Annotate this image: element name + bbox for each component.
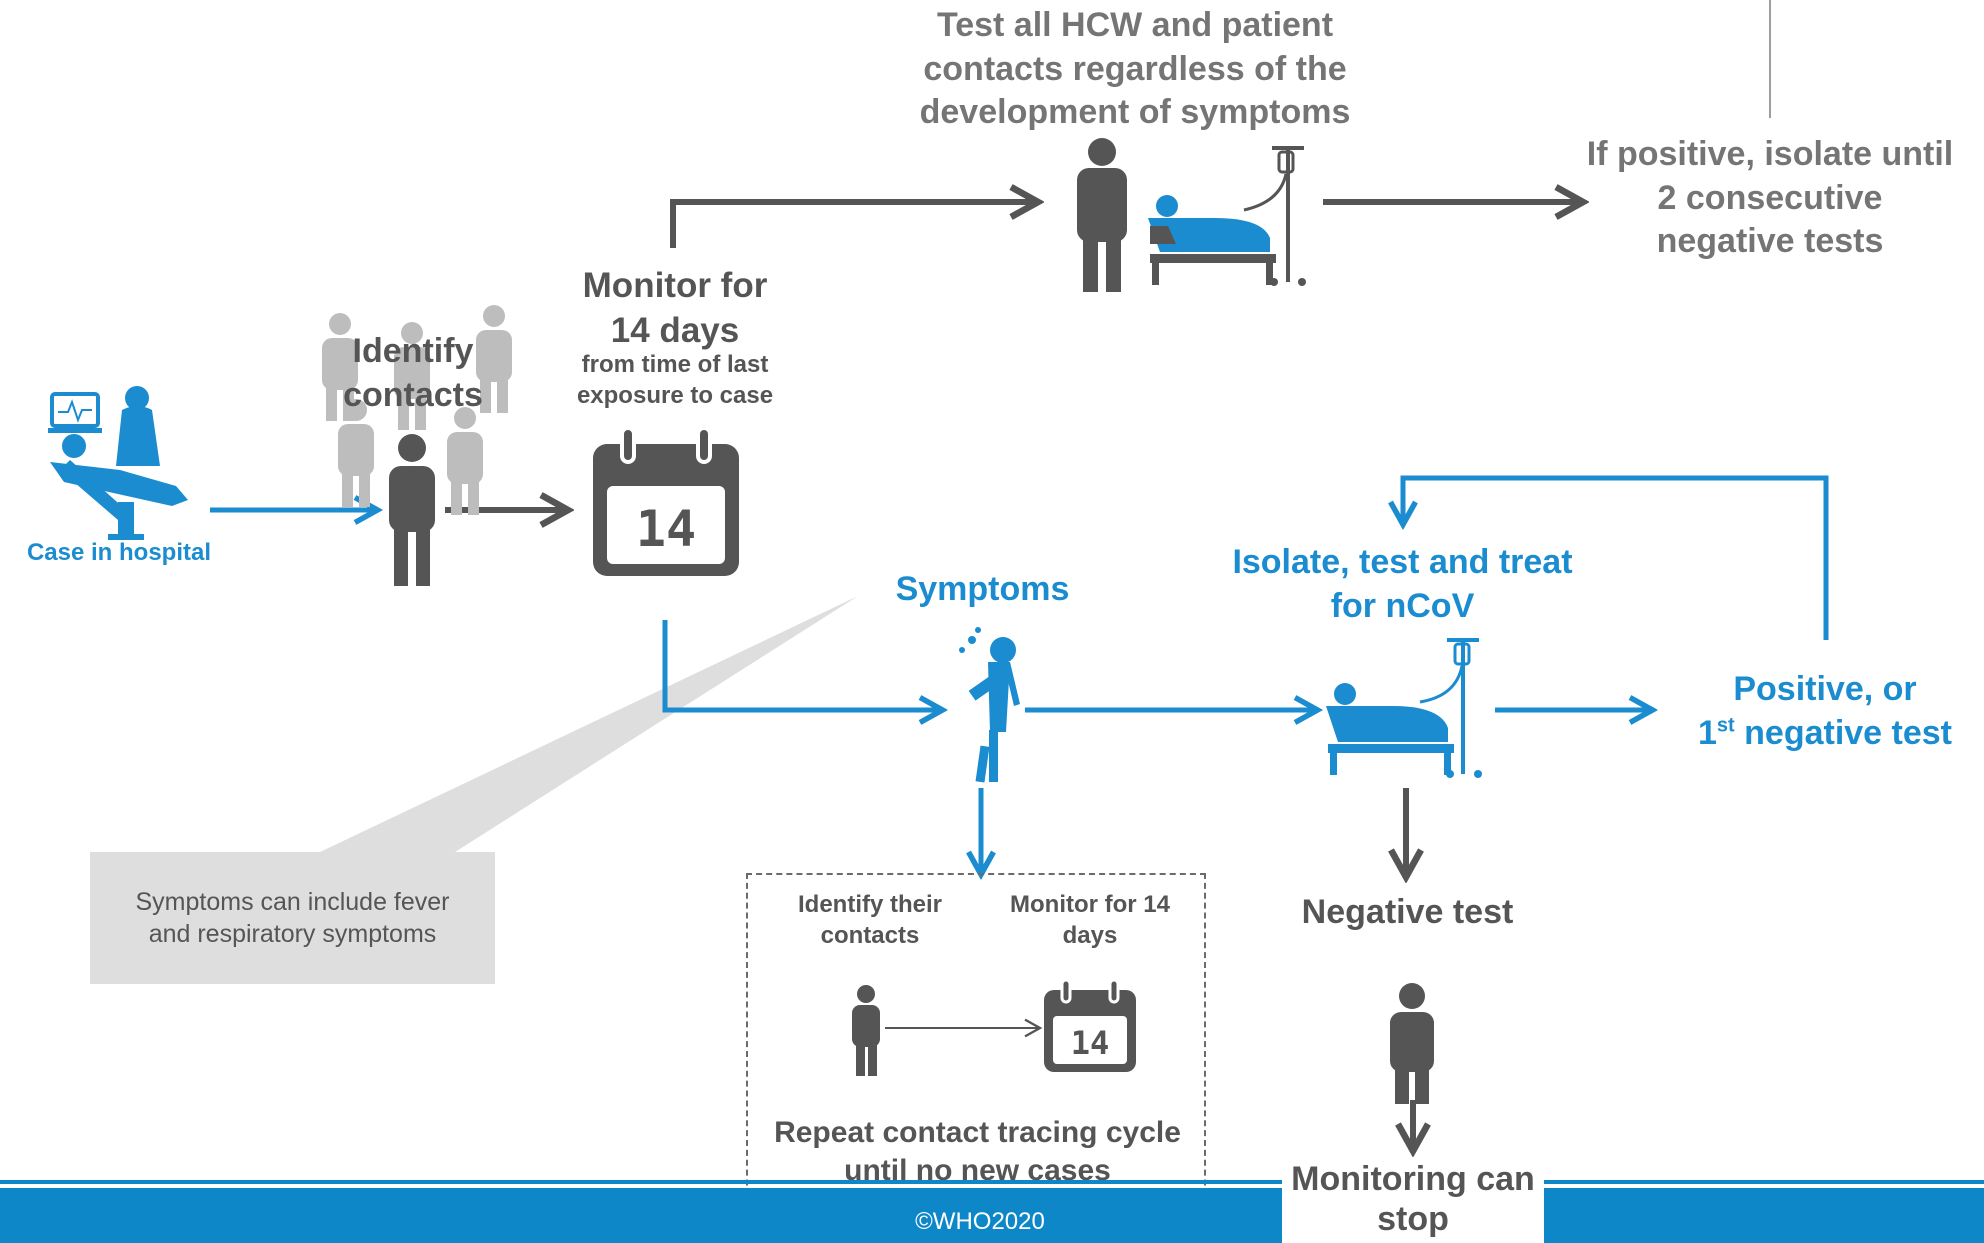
positive-or-text: Positive, or [1733,670,1917,708]
footer-line [0,1180,1984,1184]
first-neg-num: 1 [1697,713,1717,752]
if-positive-label: If positive, isolate until 2 consecutive… [1586,135,1954,261]
arrow-calendar-to-symptoms [662,620,940,710]
test-all-label: Test all HCW and patient contacts regard… [919,6,1351,132]
person-icon [1390,983,1434,1104]
symptoms-note: Symptoms can include fever and respirato… [90,852,495,984]
arrow-loop-back [1403,475,1829,640]
patient-bed-icon [1326,638,1482,778]
symptoms-label: Symptoms [895,570,1070,608]
person-icon [1077,138,1127,292]
monitor-title-label: Monitor for 14 days [582,266,768,350]
monitor-sub-label: from time of last exposure to case [576,351,774,409]
footer-bar [0,1188,1984,1243]
coughing-person-icon [959,627,1020,783]
monitor-small-label: Monitor for 14 days [1010,891,1170,949]
first-neg-rest: negative test [1734,713,1953,752]
calendar-icon: 14 [1044,978,1136,1072]
person-icon [389,434,435,586]
negative-test-label: Negative test [1301,893,1514,931]
hospital-case-icon [48,386,188,540]
patient-bed-icon [1148,146,1306,286]
isolate-label: Isolate, test and treat for nCoV [1232,543,1573,625]
calendar-icon: 14 [593,426,739,576]
arrow-to-test-all [670,202,1035,248]
copyright: ©WHO2020 [915,1208,1045,1235]
person-icon [852,985,880,1076]
identify-contacts-label: Identify contacts [343,332,483,414]
case-in-hospital-label: Case in hospital [26,539,212,566]
svg-text:14: 14 [636,500,696,558]
svg-text:14: 14 [1071,1024,1110,1062]
monitoring-stop-label: Monitoring can stop [1291,1160,1535,1238]
symptoms-note-text: Symptoms can include fever and respirato… [135,887,450,949]
identify-their-contacts-label: Identify their contacts [797,891,942,949]
positive-or-label: Positive, or 1st negative test [1660,668,1984,755]
callout-wedge [320,596,858,852]
contacts-crowd-icon [322,305,512,515]
first-neg-sup: st [1716,714,1735,737]
footer-gap [1282,1176,1544,1243]
